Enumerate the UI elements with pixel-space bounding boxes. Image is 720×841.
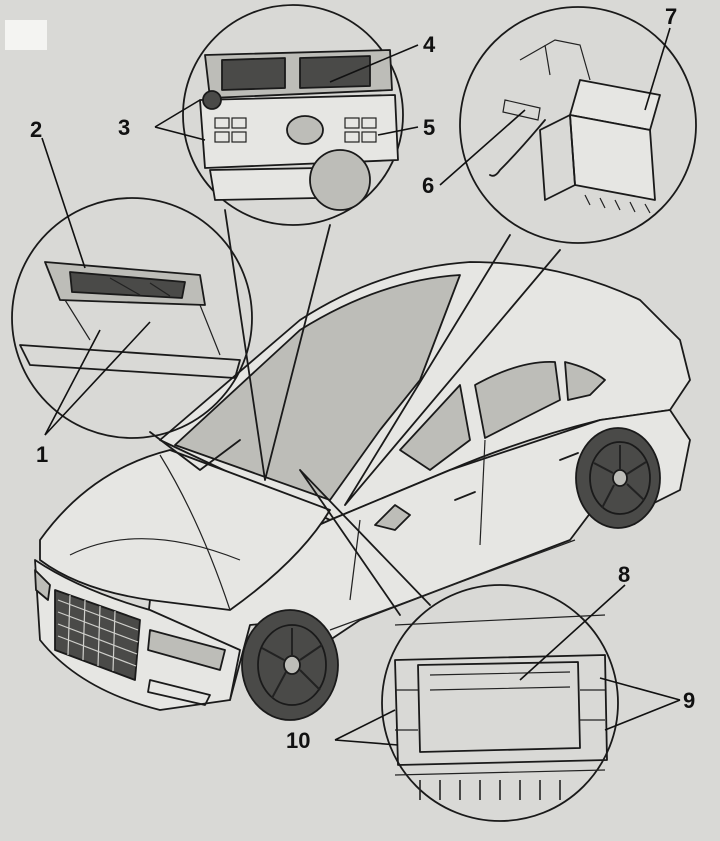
module-connector — [502, 99, 541, 121]
panel-lower-rail — [394, 769, 606, 776]
glovebox-detail — [109, 277, 171, 297]
leader-1b — [44, 321, 151, 436]
leader-5 — [377, 126, 419, 136]
module-box-front — [569, 114, 656, 201]
leader-1a — [44, 329, 101, 436]
leader-10b — [334, 739, 399, 746]
door-sill — [329, 539, 576, 631]
head-unit-lower — [209, 167, 321, 201]
head-unit-display-2 — [299, 55, 371, 89]
glovebox-arm — [64, 299, 221, 356]
module-box-side — [539, 114, 576, 201]
leader-2 — [41, 137, 86, 269]
panel-clips-right — [580, 689, 605, 721]
callout-9: 9 — [683, 688, 695, 713]
amplifier-unit — [417, 661, 581, 753]
leader-9a — [599, 677, 681, 701]
car-headlight-right — [147, 629, 226, 671]
detail-control-module — [459, 6, 697, 244]
car-headlight-left — [34, 569, 51, 601]
pointer-cones — [149, 209, 561, 616]
car-front-window — [399, 384, 471, 471]
detail-amplifier — [381, 584, 619, 822]
head-unit-knob — [202, 90, 222, 110]
hood-crease-2 — [159, 454, 231, 611]
rear-wheel — [575, 427, 661, 529]
callout-2: 2 — [30, 117, 42, 142]
module-cable — [489, 119, 546, 177]
detail-head-unit — [182, 4, 404, 226]
leader-3a — [154, 99, 201, 128]
car-hood — [39, 449, 331, 611]
grille-slats — [57, 594, 139, 672]
car-mirror — [374, 504, 411, 531]
door-handle-front — [454, 491, 476, 501]
leader-9b — [604, 699, 681, 731]
callout-1: 1 — [36, 442, 48, 467]
module-ribs — [584, 194, 651, 214]
glovebox-lid — [19, 344, 241, 379]
car-quarter-window — [564, 361, 606, 401]
head-unit-speaker — [309, 149, 371, 211]
head-unit-buttons — [214, 117, 377, 143]
callout-7: 7 — [665, 4, 677, 29]
leader-3b — [154, 126, 206, 141]
callout-3: 3 — [118, 115, 130, 140]
leader-8 — [519, 584, 626, 681]
panel-rail-top — [394, 614, 606, 626]
callout-8: 8 — [618, 562, 630, 587]
leader-4 — [329, 44, 419, 83]
door-line-front — [349, 519, 361, 601]
hood-crease — [69, 538, 241, 561]
panel-clips-left — [395, 689, 418, 731]
leader-lines — [41, 27, 681, 746]
car-illustration — [34, 261, 691, 721]
head-unit-display — [221, 57, 286, 91]
car-windshield — [174, 274, 461, 501]
callout-6: 6 — [422, 173, 434, 198]
car-foglight — [147, 679, 211, 706]
door-line-rear — [479, 439, 486, 546]
amplifier-sheen — [429, 671, 571, 691]
glovebox-slot — [69, 271, 186, 299]
head-unit-center-knob — [286, 115, 324, 145]
module-bracket — [519, 39, 591, 81]
panel-vents — [419, 780, 561, 800]
callout-10: 10 — [286, 728, 310, 753]
leader-6 — [439, 109, 526, 186]
car-grille — [54, 589, 141, 681]
callout-labels: 2 1 3 4 5 6 7 8 9 10 — [30, 4, 695, 753]
car-rear-window — [474, 360, 561, 439]
callout-5: 5 — [423, 115, 435, 140]
leader-7 — [644, 27, 671, 111]
door-handle-rear — [559, 452, 579, 461]
front-wheel — [241, 609, 339, 721]
corner-patch — [5, 20, 47, 50]
detail-glovebox — [11, 197, 253, 439]
callout-4: 4 — [423, 32, 436, 57]
leader-10a — [334, 709, 396, 741]
